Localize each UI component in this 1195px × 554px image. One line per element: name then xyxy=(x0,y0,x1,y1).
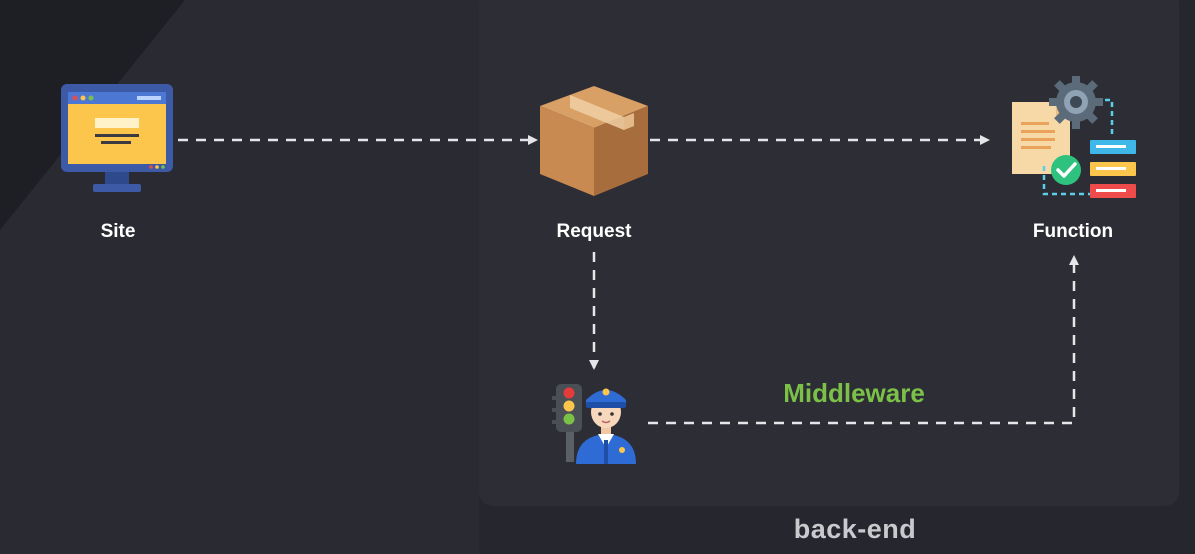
middleware-label: Middleware xyxy=(783,378,925,408)
function-label: Function xyxy=(1032,221,1114,242)
function-document-gear-icon xyxy=(1012,76,1136,198)
traffic-police-icon xyxy=(552,384,636,464)
backend-region-label: back-end xyxy=(793,514,917,544)
monitor-icon xyxy=(61,84,173,192)
request-label: Request xyxy=(556,221,632,242)
package-box-icon xyxy=(540,86,648,196)
site-label: Site xyxy=(100,221,136,242)
